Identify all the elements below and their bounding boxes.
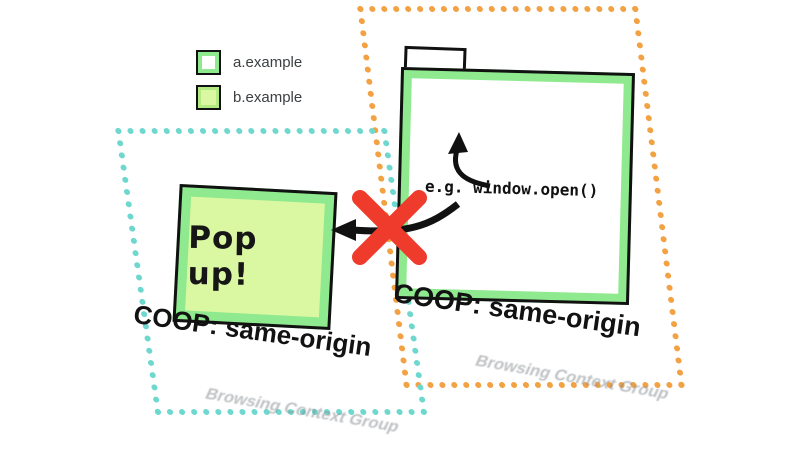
main-browser-window: e.g. window.open() [395, 66, 635, 306]
a-example-swatch-icon [196, 50, 221, 75]
legend: a.example b.example [196, 50, 302, 110]
popup-title: Pop up! [187, 219, 258, 293]
window-open-annotation: e.g. window.open() [424, 176, 599, 201]
legend-label-b-example: b.example [233, 89, 303, 106]
main-window-viewport: e.g. window.open() [406, 78, 624, 294]
b-example-swatch-icon [196, 85, 221, 110]
legend-item-b-example: b.example [196, 85, 302, 110]
legend-item-a-example: a.example [196, 50, 302, 75]
popup-viewport: Pop up! [185, 196, 325, 318]
legend-label-a-example: a.example [233, 54, 303, 71]
